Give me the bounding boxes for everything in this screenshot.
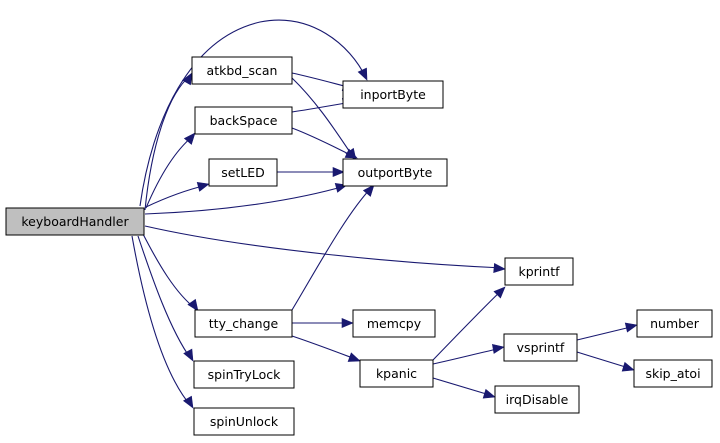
node-kprintf[interactable]: kprintf — [504, 257, 574, 286]
node-box[interactable] — [494, 385, 580, 414]
edge-keyboardHandler-to-inportByte — [139, 19, 368, 207]
edge-vsprintf-to-skip_atoi — [576, 351, 635, 372]
arrowhead-icon — [181, 72, 193, 86]
edge-tty_change-to-memcpy — [292, 317, 354, 329]
node-box[interactable] — [194, 106, 293, 135]
edge-tty_change-to-kpanic — [291, 335, 361, 362]
node-box[interactable] — [342, 158, 448, 187]
arrowhead-icon — [344, 148, 358, 159]
edge-keyboardHandler-to-tty_change — [142, 233, 199, 312]
node-box[interactable] — [504, 257, 574, 286]
node-number[interactable]: number — [636, 309, 713, 338]
node-box[interactable] — [194, 309, 293, 338]
edge-vsprintf-to-number — [576, 322, 638, 341]
arrowhead-icon — [196, 182, 210, 192]
node-spinTryLock[interactable]: spinTryLock — [193, 360, 295, 389]
edge-keyboardHandler-to-atkbd_scan — [144, 72, 193, 211]
node-box[interactable] — [633, 359, 713, 388]
node-label: kprintf — [518, 264, 560, 279]
edge-backSpace-to-outportByte — [291, 127, 358, 159]
node-setLED[interactable]: setLED — [208, 158, 278, 187]
edge-setLED-to-outportByte — [277, 166, 345, 178]
node-box[interactable] — [208, 158, 278, 187]
arrowhead-icon — [183, 348, 194, 362]
arrowhead-icon — [621, 361, 635, 372]
node-box[interactable] — [193, 360, 295, 389]
node-label: memcpy — [367, 316, 422, 331]
node-box[interactable] — [636, 309, 713, 338]
node-label: setLED — [221, 165, 265, 180]
node-box[interactable] — [352, 309, 436, 338]
arrowhead-icon — [357, 67, 368, 81]
node-atkbd_scan[interactable]: atkbd_scan — [191, 56, 293, 85]
arrowhead-icon — [341, 317, 354, 329]
node-label: keyboardHandler — [21, 214, 129, 229]
edge-tty_change-to-outportByte — [291, 184, 375, 311]
arrowhead-icon — [482, 388, 496, 399]
node-label: spinTryLock — [208, 367, 281, 382]
edge-keyboardHandler-to-spinUnlock — [131, 235, 194, 409]
edge-kpanic-to-kprintf — [432, 286, 506, 361]
edge-keyboardHandler-to-kprintf — [144, 225, 506, 274]
node-box[interactable] — [5, 207, 145, 236]
edge-keyboardHandler-to-spinTryLock — [137, 235, 194, 362]
arrowhead-icon — [491, 343, 505, 354]
node-kpanic[interactable]: kpanic — [359, 359, 434, 388]
node-backSpace[interactable]: backSpace — [194, 106, 293, 135]
arrowhead-icon — [624, 322, 638, 333]
node-box[interactable] — [359, 359, 434, 388]
node-keyboardHandler[interactable]: keyboardHandler — [5, 207, 145, 236]
edges-layer — [131, 19, 638, 409]
node-label: number — [650, 316, 700, 331]
node-label: inportByte — [360, 87, 426, 102]
node-inportByte[interactable]: inportByte — [342, 80, 444, 109]
arrowhead-icon — [493, 286, 506, 299]
node-label: backSpace — [210, 113, 278, 128]
arrowhead-icon — [187, 298, 199, 312]
node-label: spinUnlock — [210, 414, 279, 429]
node-label: tty_change — [209, 316, 279, 331]
arrowhead-icon — [493, 262, 506, 274]
node-tty_change[interactable]: tty_change — [194, 309, 293, 338]
arrowhead-icon — [182, 395, 194, 409]
node-box[interactable] — [191, 56, 293, 85]
nodes-layer: keyboardHandler atkbd_scan inportByte backS… — [5, 56, 713, 436]
node-irqDisable[interactable]: irqDisable — [494, 385, 580, 414]
node-spinUnlock[interactable]: spinUnlock — [193, 407, 295, 436]
edge-kpanic-to-vsprintf — [432, 343, 505, 365]
edge-keyboardHandler-to-setLED — [145, 182, 210, 208]
arrowhead-icon — [347, 352, 361, 362]
node-label: kpanic — [376, 366, 417, 381]
node-label: outportByte — [358, 165, 433, 180]
node-skip_atoi[interactable]: skip_atoi — [633, 359, 713, 388]
node-label: vsprintf — [517, 340, 565, 355]
node-box[interactable] — [342, 80, 444, 109]
arrowhead-icon — [183, 132, 196, 145]
node-box[interactable] — [503, 333, 578, 362]
arrowhead-icon — [362, 184, 375, 197]
node-outportByte[interactable]: outportByte — [342, 158, 448, 187]
node-label: irqDisable — [506, 392, 569, 407]
edge-keyboardHandler-to-backSpace — [145, 132, 196, 209]
arrowhead-icon — [332, 166, 345, 178]
node-box[interactable] — [193, 407, 295, 436]
node-label: skip_atoi — [645, 366, 700, 381]
edge-kpanic-to-irqDisable — [432, 377, 496, 399]
node-label: atkbd_scan — [207, 63, 278, 78]
node-memcpy[interactable]: memcpy — [352, 309, 436, 338]
node-vsprintf[interactable]: vsprintf — [503, 333, 578, 362]
